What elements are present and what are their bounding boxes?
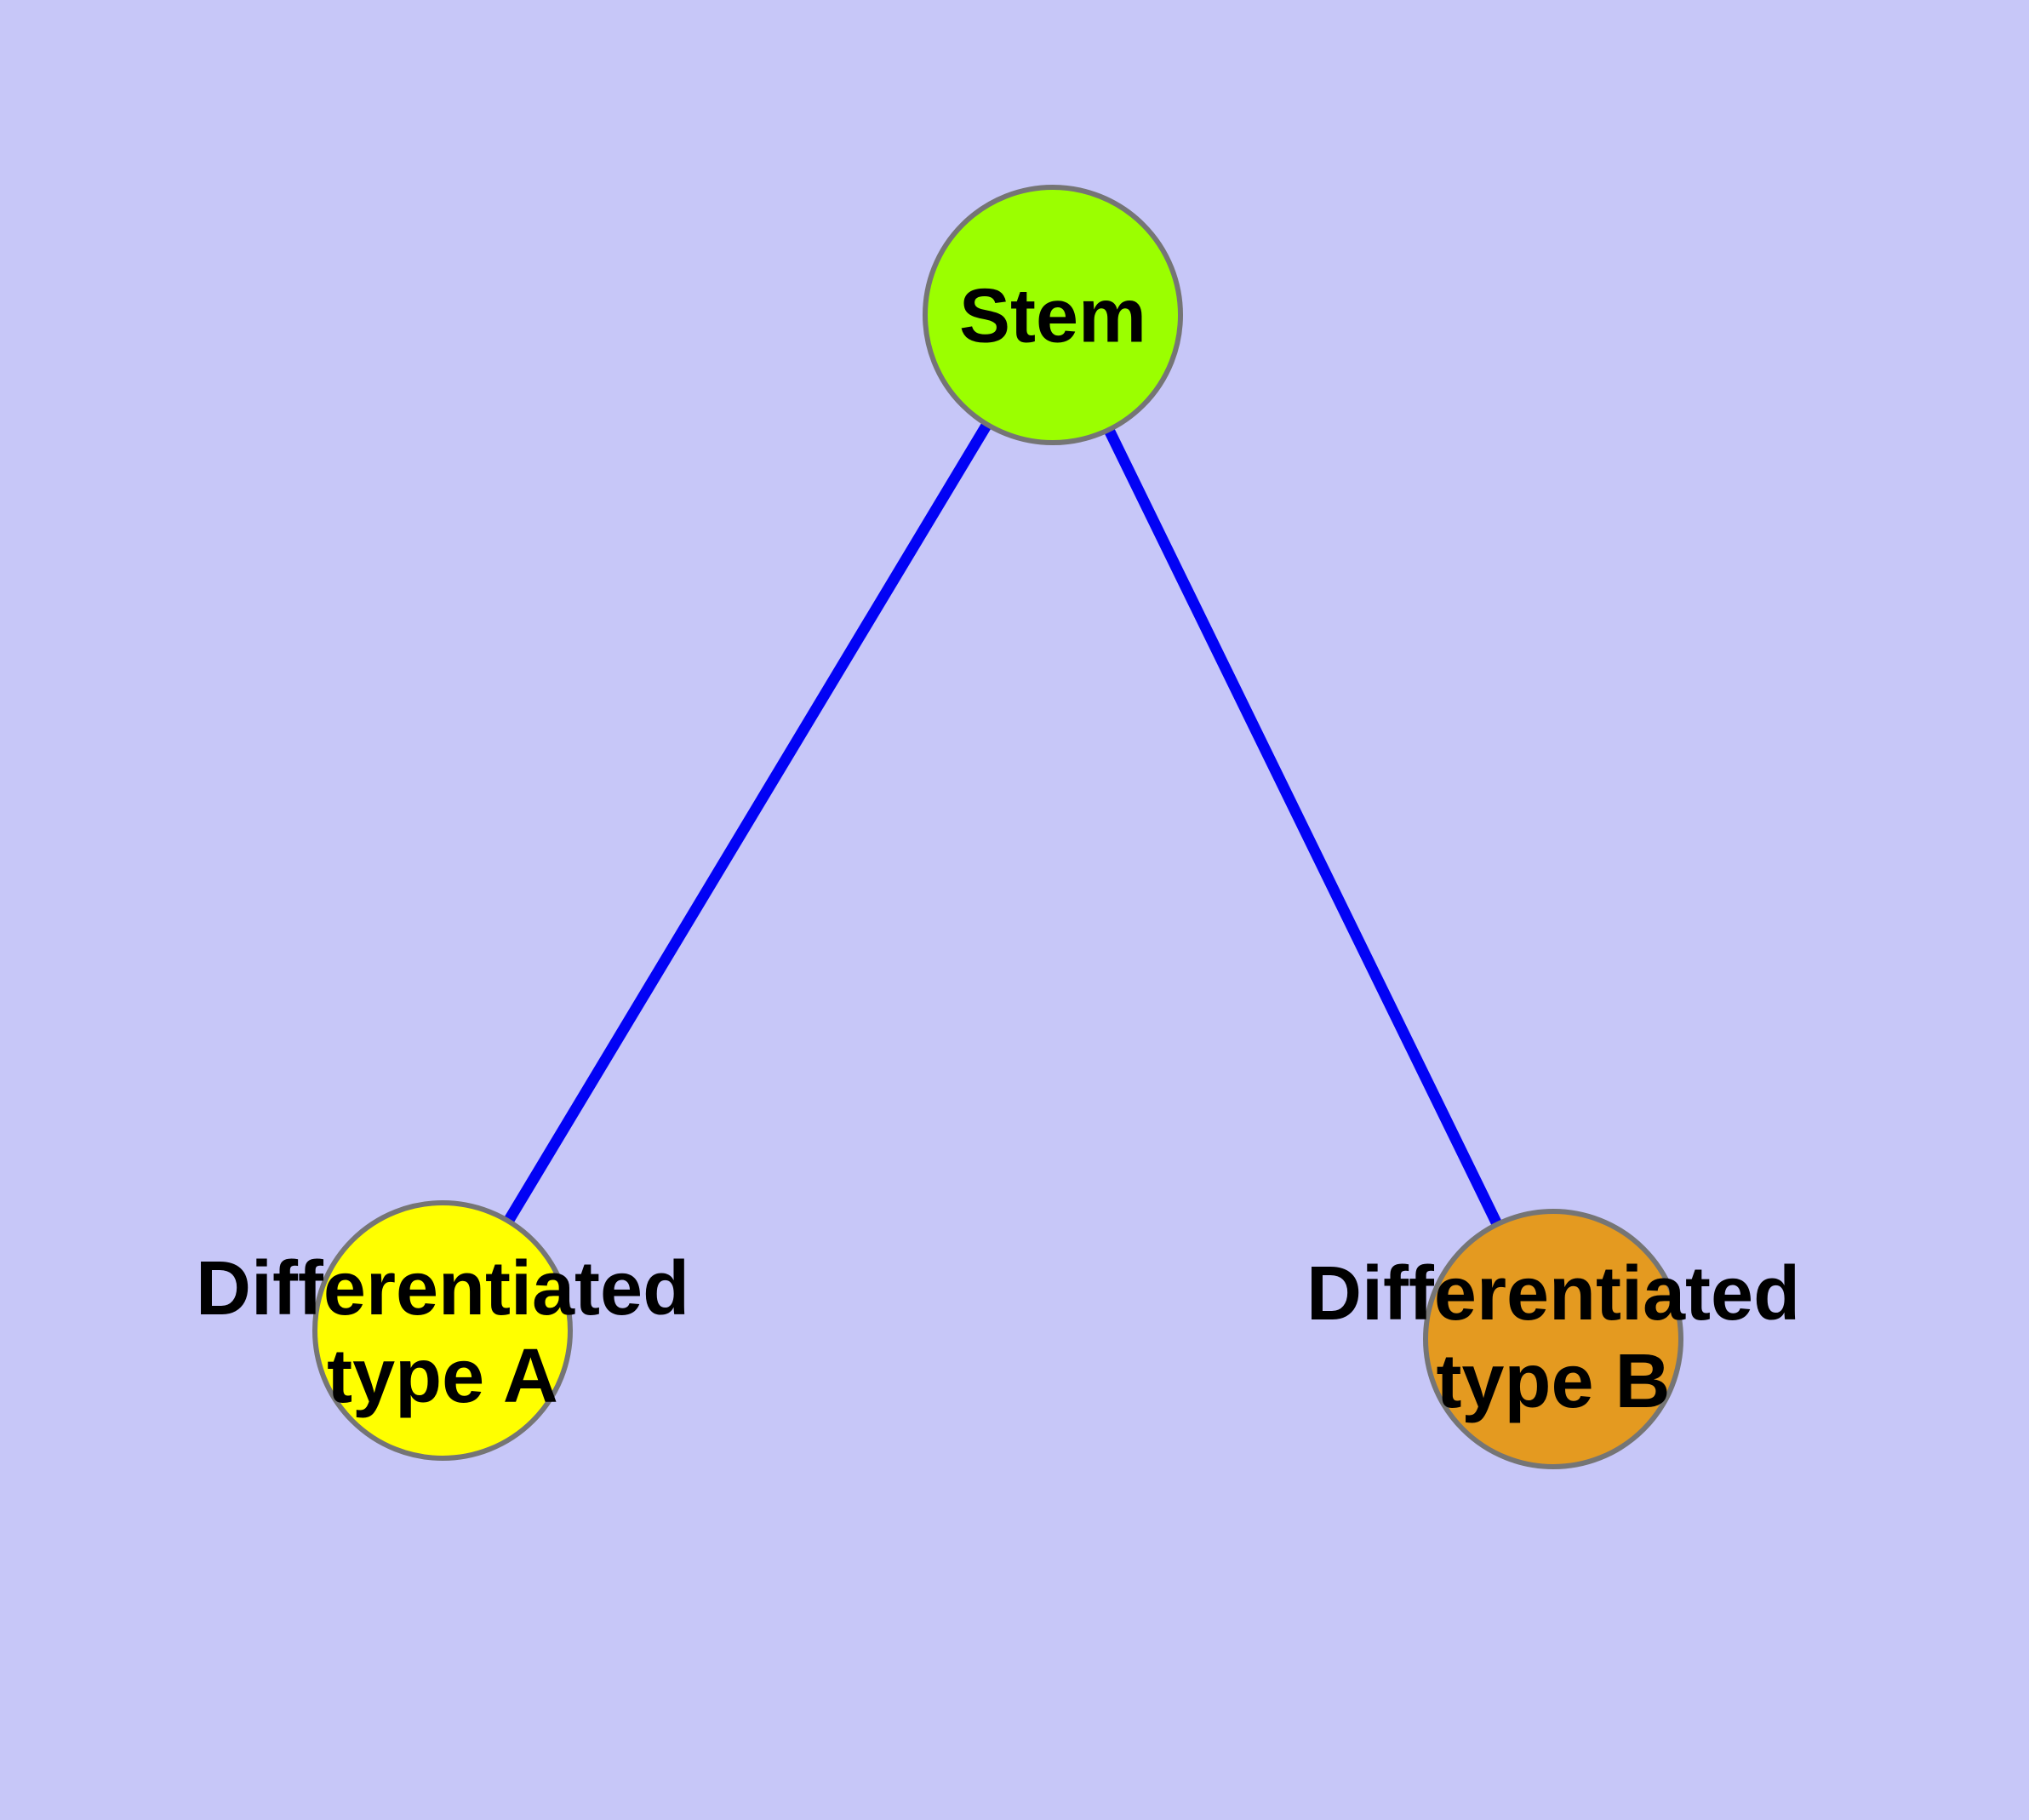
node-differentiated-type-a <box>312 1200 573 1461</box>
node-differentiated-type-b <box>1423 1209 1683 1469</box>
node-stem <box>923 185 1183 445</box>
edge-stem-to-type-a <box>437 312 1058 1334</box>
edge-stem-to-type-b <box>1048 312 1558 1342</box>
